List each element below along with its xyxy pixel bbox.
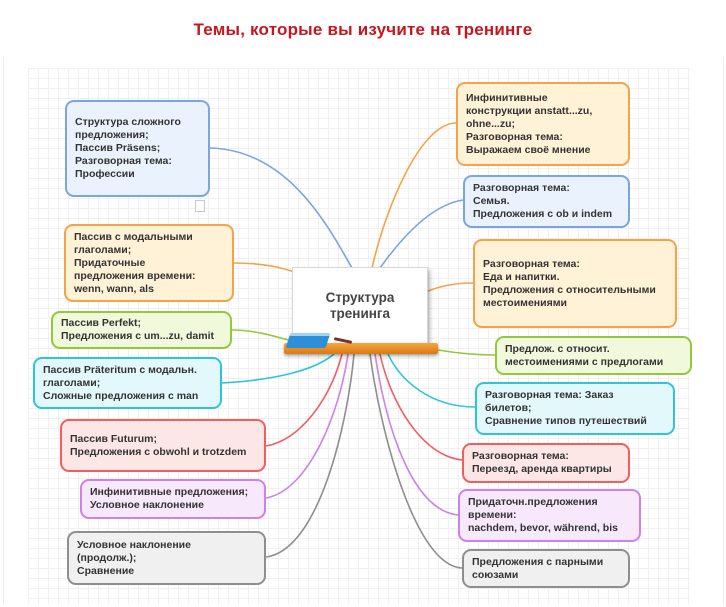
node-L4: Пассив Präteritum с модальн. глаголами; …	[33, 357, 222, 409]
node-L7-text: Условное наклонение (продолж.); Сравнени…	[77, 538, 191, 577]
node-R6-text: Разговорная тема: Переезд, аренда кварти…	[472, 450, 612, 475]
node-R5: Разговорная тема: Заказ билетов; Сравнен…	[475, 382, 675, 435]
node-L7: Условное наклонение (продолж.); Сравнени…	[67, 531, 266, 585]
node-L2-text: Пассив с модальными глаголами; Придаточн…	[74, 230, 196, 295]
node-L5-text: Пассив Futurum; Предложения с obwohl и t…	[70, 432, 247, 458]
connector-L7	[265, 353, 355, 558]
connector-R2	[379, 199, 464, 269]
connector-R5	[387, 353, 476, 408]
node-L5: Пассив Futurum; Предложения с obwohl и t…	[60, 419, 266, 472]
node-R2-text: Разговорная тема: Семья. Предложения с o…	[473, 182, 613, 220]
connector-L1	[209, 147, 353, 269]
node-R4: Предлож. с относит. местоимениями с пред…	[495, 336, 692, 375]
node-R1-text: Инфинитивные конструкции anstatt...zu, o…	[466, 91, 593, 156]
connector-R6	[379, 353, 463, 461]
node-R3: Разговорная тема: Еда и напитки. Предлож…	[473, 239, 677, 328]
center-board: Структура тренинга	[292, 267, 428, 345]
board-shelf	[284, 343, 438, 354]
node-R4-text: Предлож. с относит. местоимениями с пред…	[505, 342, 664, 368]
node-R8-text: Предложения с парными союзами	[472, 555, 604, 581]
node-R5-text: Разговорная тема: Заказ билетов; Сравнен…	[485, 389, 647, 427]
node-L6-text: Инфинитивные предложения; Условное накло…	[90, 486, 249, 511]
node-L1-text: Структура сложного предложения; Пассив P…	[75, 116, 181, 180]
node-R7: Придаточн.предложения времени: nachdem, …	[458, 489, 641, 542]
node-R7-text: Придаточн.предложения времени: nachdem, …	[468, 496, 618, 534]
connector-L5	[265, 353, 343, 447]
page-title: Темы, которые вы изучите на тренинге	[193, 20, 533, 39]
connector-L6	[265, 353, 349, 499]
node-R3-text: Разговорная тема: Еда и напитки. Предлож…	[483, 257, 656, 309]
connector-L4	[221, 351, 337, 384]
connector-R3	[425, 282, 474, 293]
node-L3-text: Пассив Perfekt; Предложения с um...zu, d…	[61, 317, 215, 342]
node-L6: Инфинитивные предложения; Условное накло…	[80, 479, 266, 519]
connector-R7	[374, 353, 459, 516]
node-L3: Пассив Perfekt; Предложения с um...zu, d…	[51, 311, 232, 349]
tray-icon	[285, 333, 331, 348]
document-icon	[195, 200, 205, 212]
node-L2: Пассив с модальными глаголами; Придаточн…	[64, 224, 234, 302]
node-R2: Разговорная тема: Семья. Предложения с o…	[463, 175, 630, 228]
node-R6: Разговорная тема: Переезд, аренда кварти…	[462, 443, 630, 483]
center-title: Структура тренинга	[325, 290, 395, 321]
node-R8: Предложения с парными союзами	[462, 549, 630, 588]
connector-R4	[437, 349, 496, 356]
connector-R8	[369, 353, 463, 569]
node-L4-text: Пассив Präteritum с модальн. глаголами; …	[43, 363, 199, 402]
node-L1: Структура сложного предложения; Пассив P…	[65, 100, 210, 197]
node-R1: Инфинитивные конструкции anstatt...zu, o…	[456, 82, 630, 166]
connector-R1	[371, 122, 457, 269]
